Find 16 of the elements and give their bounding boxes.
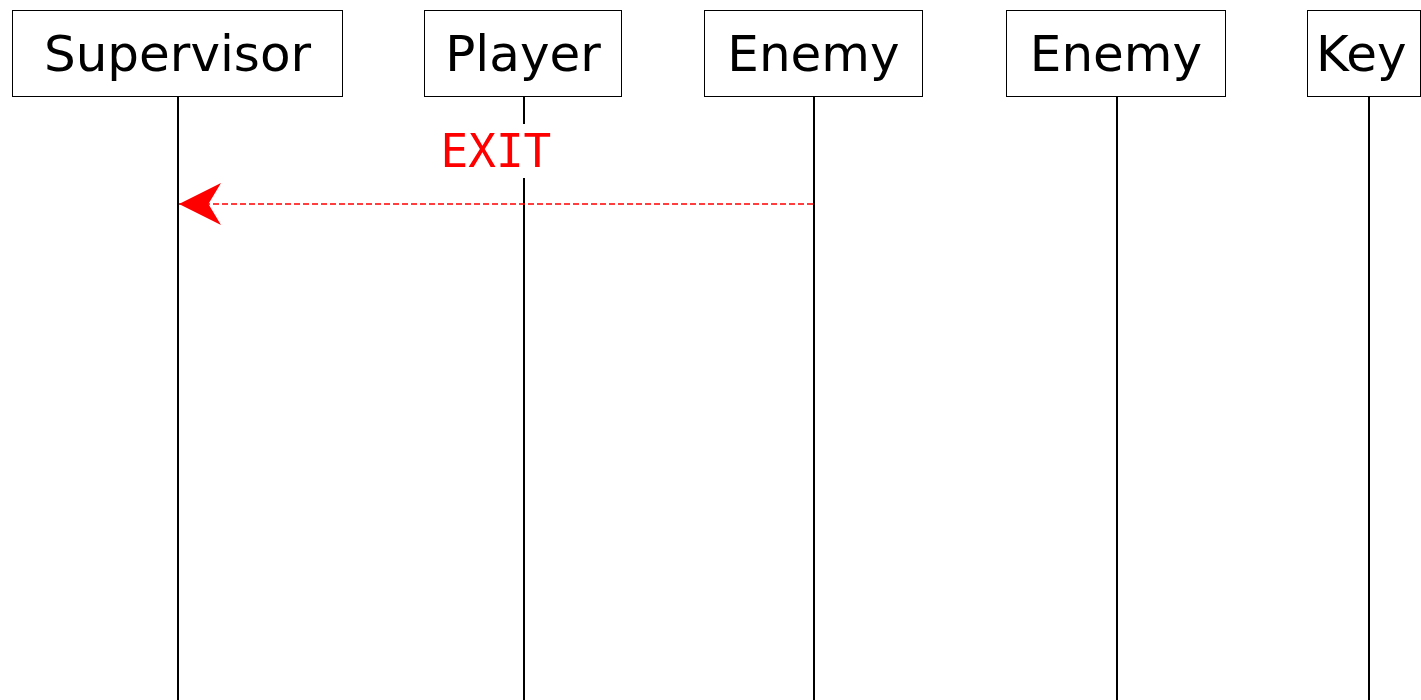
participant-name: Player bbox=[445, 24, 601, 83]
participant-box bbox=[704, 10, 923, 97]
participant-name: Enemy bbox=[1029, 24, 1203, 83]
lifeline bbox=[813, 97, 815, 700]
participant-name: Enemy bbox=[727, 24, 900, 83]
participant-box bbox=[12, 10, 343, 97]
lifeline bbox=[1116, 97, 1118, 700]
participant-box bbox=[1006, 10, 1226, 97]
participant-name: Supervisor bbox=[43, 24, 312, 83]
message-arrow bbox=[178, 183, 814, 225]
participant-box bbox=[1307, 10, 1421, 97]
participant-box bbox=[424, 10, 622, 97]
lifeline bbox=[177, 97, 179, 700]
participant-name: Key bbox=[1316, 24, 1407, 83]
lifeline bbox=[523, 97, 525, 700]
lifeline bbox=[1368, 97, 1370, 700]
